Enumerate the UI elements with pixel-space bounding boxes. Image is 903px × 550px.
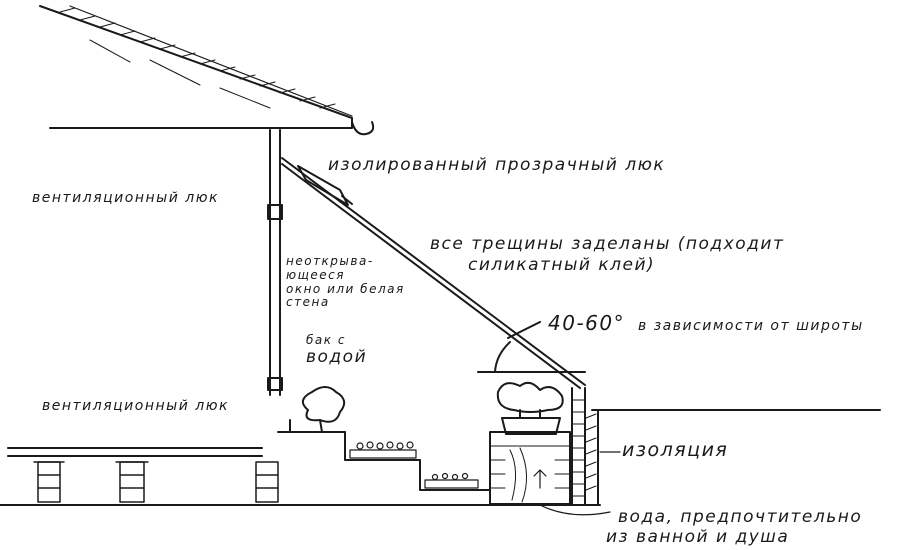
foundation-piers bbox=[33, 461, 279, 503]
downpipe bbox=[267, 129, 283, 396]
seedling-trays bbox=[349, 441, 479, 489]
cracks-label-line2: силикатный клей) bbox=[468, 255, 656, 275]
house-floor bbox=[7, 447, 263, 457]
roof-gutter bbox=[351, 121, 375, 136]
water-label-line1: вода, предпочтительно bbox=[618, 507, 863, 527]
water-storage bbox=[489, 431, 571, 505]
insulated-wall bbox=[571, 387, 599, 506]
tank-label-line: водой bbox=[306, 346, 368, 367]
window-label: неоткрыва- ющееся окно или белая стена bbox=[286, 254, 405, 310]
interior-steps bbox=[277, 419, 491, 491]
window-label-line: окно или белая bbox=[286, 281, 405, 296]
window-label-line: неоткрыва- bbox=[286, 254, 374, 268]
vent-label-top: вентиляционный люк bbox=[32, 190, 219, 206]
cracks-label-line1: все трещины заделаны (подходит bbox=[430, 234, 785, 254]
angle-note: в зависимости от широты bbox=[638, 318, 864, 334]
tank-label: бак с водой bbox=[306, 333, 368, 367]
angle-value: 40-60° bbox=[548, 311, 626, 335]
window-label-line: стена bbox=[286, 295, 330, 310]
water-tank-plant bbox=[301, 386, 346, 433]
water-pointer bbox=[539, 504, 611, 516]
vent-label-bottom: вентиляционный люк bbox=[42, 398, 229, 414]
window-label-line: ющееся bbox=[286, 267, 345, 282]
insulation-label: изоляция bbox=[622, 439, 729, 461]
roof bbox=[39, 5, 353, 129]
angle-marker bbox=[477, 321, 586, 373]
hatch-label: изолированный прозрачный люк bbox=[328, 155, 666, 175]
tank-label-line: бак с bbox=[306, 333, 346, 347]
potted-plants bbox=[496, 381, 564, 435]
insulated-hatch bbox=[297, 165, 353, 206]
water-label-line2: из ванной и душа bbox=[606, 527, 790, 547]
